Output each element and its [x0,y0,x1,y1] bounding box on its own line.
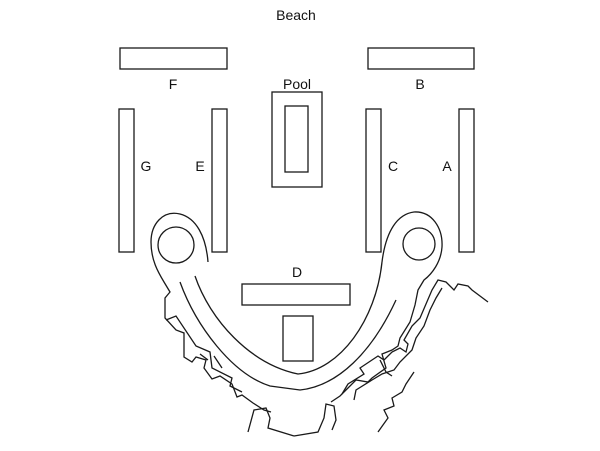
right-round-tower [402,227,436,261]
central-building [282,315,314,362]
building-d-label: D [292,264,302,280]
building-d [241,283,351,306]
building-e [211,108,228,253]
building-e-label: E [195,158,204,174]
right-stair-detail [379,359,393,377]
building-a [458,108,475,253]
lower-left-edge [247,407,295,437]
building-b-label: B [415,76,424,92]
building-b [367,47,475,70]
main-building-outer-outline [150,212,272,413]
main-building-outer-outline-right [330,211,443,403]
building-f-label: F [169,76,178,92]
lower-right-edge [377,371,415,433]
beach-label: Beach [276,7,316,23]
building-c [365,108,382,253]
building-g [118,108,135,253]
pool-label: Pool [283,76,311,92]
left-round-tower [157,226,195,264]
lower-right-wing [341,279,489,395]
building-c-label: C [388,158,398,174]
pool-basin [284,105,309,173]
inner-courtyard-arc [194,261,383,375]
building-a-label: A [442,158,452,174]
lower-left-wing [165,315,243,393]
lower-right-wing-inner [353,287,443,401]
lower-center-edge [293,403,337,437]
inner-courtyard-arc-outer [179,281,397,391]
lower-left-steps [199,353,223,369]
building-g-label: G [141,158,152,174]
pool-outer-deck [271,91,323,188]
building-f [119,47,228,70]
